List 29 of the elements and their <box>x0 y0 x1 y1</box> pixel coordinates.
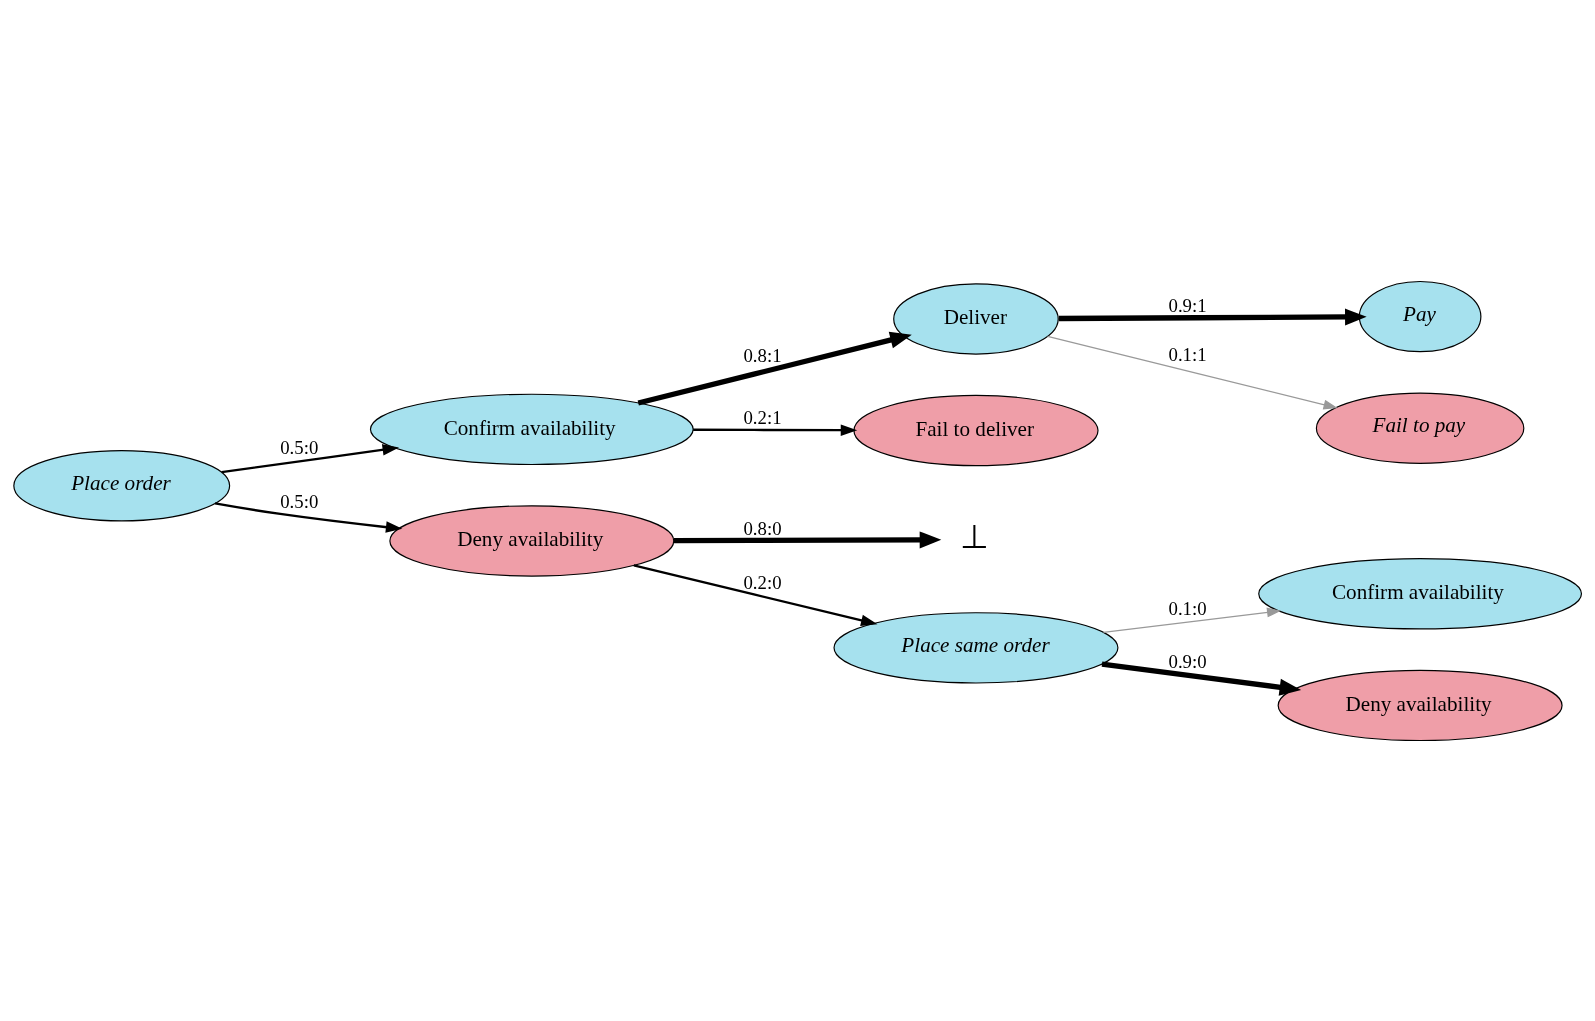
arrow <box>637 331 912 406</box>
arrow <box>1101 661 1302 696</box>
arrow <box>693 423 858 436</box>
node-ellipse: Place order <box>13 449 231 521</box>
node-ellipse: Pay <box>1358 280 1482 352</box>
edge-label: 0.8:0 <box>743 517 782 539</box>
node-ellipse: Fail to deliver <box>853 394 1099 466</box>
edge-label: 0.5:0 <box>280 490 319 512</box>
node-ellipse: Confirm availability <box>1258 557 1583 630</box>
arrow <box>633 563 878 626</box>
node-ellipse: Fail to pay <box>1315 391 1525 464</box>
edge-label: 0.2:1 <box>743 406 782 428</box>
edge-label: 0.1:0 <box>1168 597 1207 619</box>
node-ellipse: Deny availability <box>389 504 675 577</box>
edge-label: 0.9:0 <box>1168 650 1207 672</box>
arrow <box>214 501 403 533</box>
edge-label: 0.9:1 <box>1168 294 1207 316</box>
node-ellipse: Confirm availability <box>369 393 694 465</box>
edge-label: 0.2:0 <box>743 571 782 593</box>
node-ellipse: Deliver <box>893 282 1059 355</box>
arrow <box>674 530 942 548</box>
edge-label: 0.1:1 <box>1168 343 1207 365</box>
edge-label: 0.5:0 <box>280 436 319 458</box>
node-text: ⊥ <box>960 518 990 555</box>
arrow <box>221 443 400 473</box>
arrow <box>1058 308 1367 325</box>
arrow <box>1102 607 1282 633</box>
edge-label: 0.8:1 <box>743 344 782 366</box>
arrow <box>1047 335 1338 409</box>
